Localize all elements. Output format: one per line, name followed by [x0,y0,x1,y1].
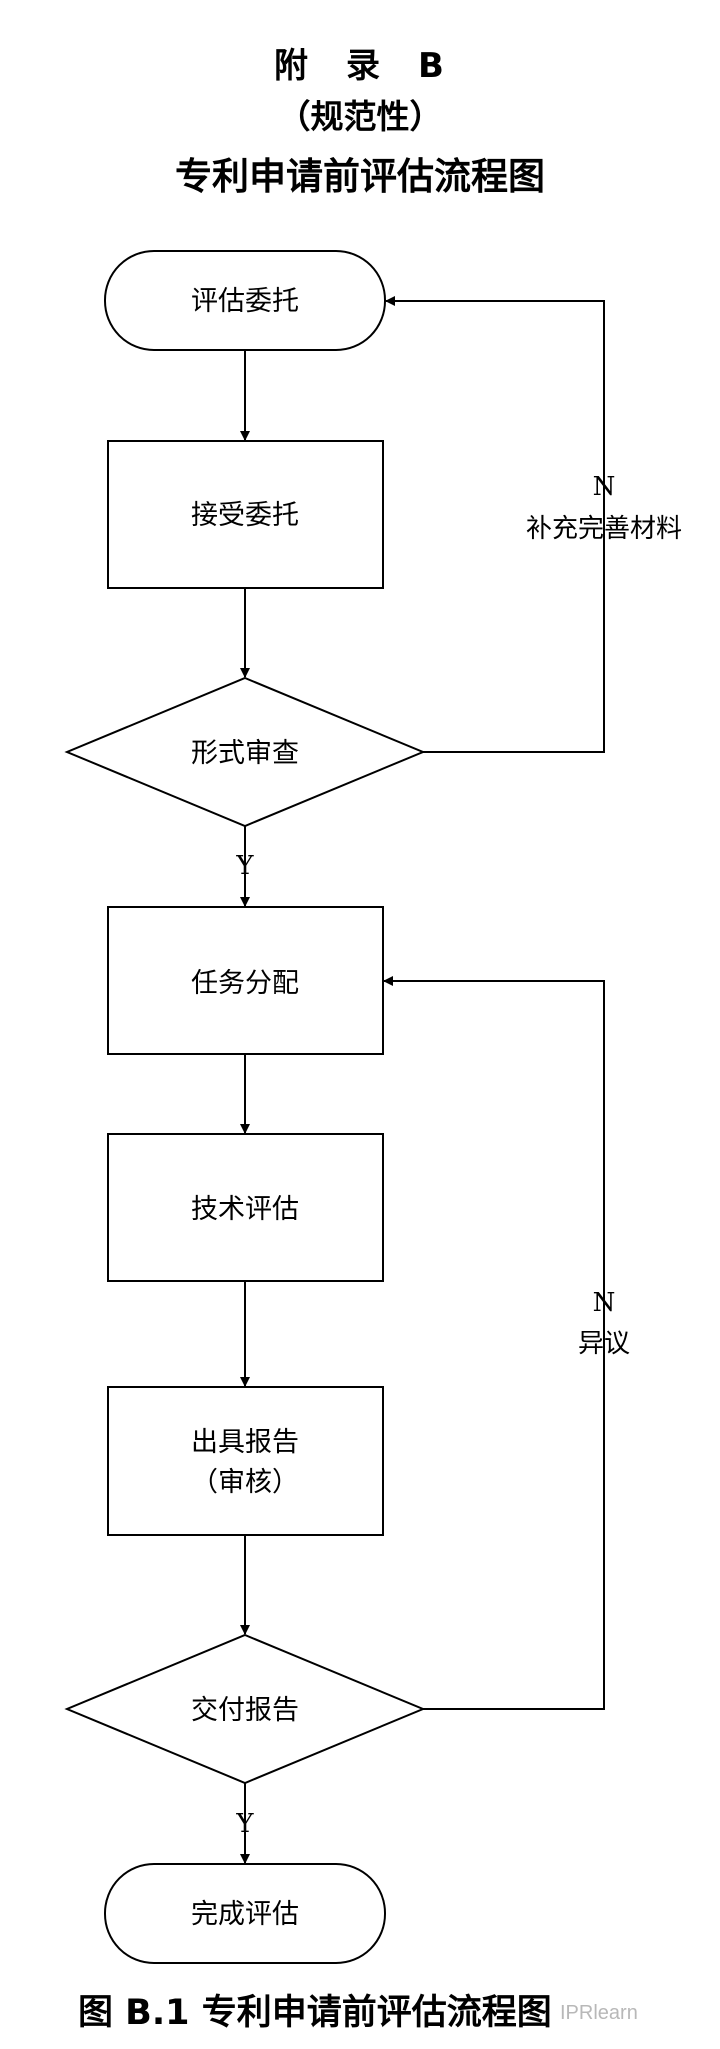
edge-yes2-label: Y [235,1809,254,1839]
edge-no2-label: N [593,1288,616,1318]
node-accept-shape [107,440,384,589]
node-formal-review-label: 形式审查 [191,738,299,769]
edge-no1-label: N [593,472,616,502]
appendix-title: 附 录 B [274,46,446,86]
edge-yes1-label: Y [235,851,254,881]
node-tech-eval-shape [107,1133,384,1282]
edge-review-no-loop [385,296,605,753]
node-deliver-label: 交付报告 [191,1695,299,1726]
node-tech-eval-label: 技术评估 [191,1194,299,1225]
node-report-shape [107,1386,384,1536]
watermark: IPRlearn [560,2002,638,2024]
node-assign-shape [107,906,384,1055]
normative-label: （规范性） [277,97,443,136]
node-assign-label: 任务分配 [191,968,299,999]
node-accept-label: 接受委托 [191,500,299,531]
node-complete-label: 完成评估 [191,1899,299,1930]
edge-objection-label: 异议 [578,1329,630,1359]
flowchart-title: 专利申请前评估流程图 [175,155,545,198]
flowchart-diagram: 评估委托 接受委托 形式审查 N 补充完善材料 Y 任务分配 技术评估 出具报告… [64,250,682,1964]
edge-deliver-no-loop [383,976,605,1710]
node-entrust-label: 评估委托 [191,286,299,317]
node-report-label-line1: 出具报告 [191,1427,299,1458]
figure-caption: 图 B.1 专利申请前评估流程图 [78,1993,552,2033]
edge-supplement-label: 补充完善材料 [526,514,682,544]
node-report-label-line2: （审核） [191,1467,299,1498]
node-complete-shape [104,1863,386,1964]
